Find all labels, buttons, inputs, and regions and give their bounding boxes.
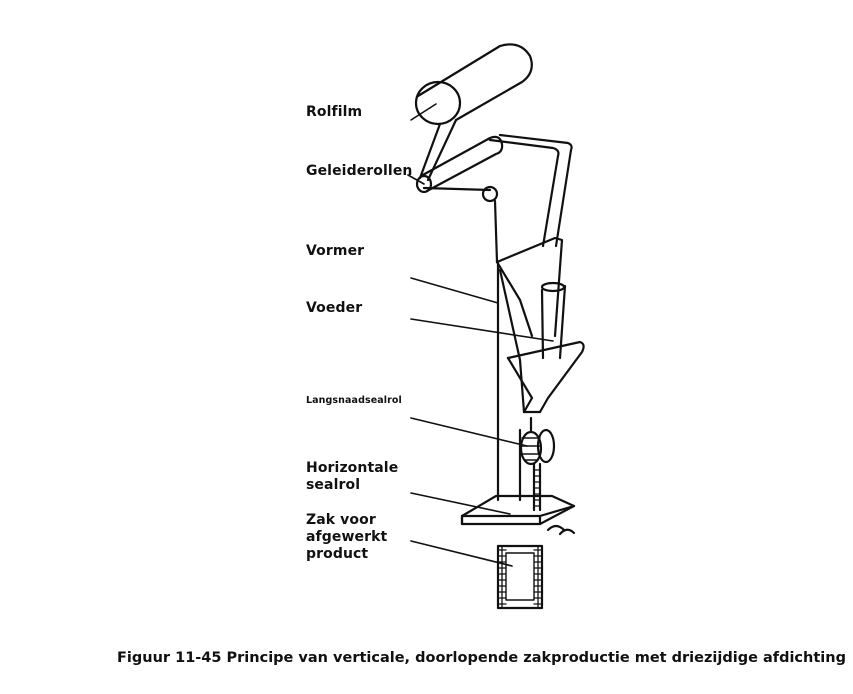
leader-voeder bbox=[410, 318, 554, 342]
figure-caption: Figuur 11-45 Principe van verticale, doo… bbox=[117, 650, 846, 666]
leader-rolfilm bbox=[410, 103, 437, 121]
leader-horizontale-sealrol bbox=[410, 492, 511, 515]
leader-vormer bbox=[410, 277, 499, 304]
feeder bbox=[506, 281, 585, 414]
film-roll bbox=[414, 43, 533, 126]
leader-zak bbox=[410, 540, 513, 567]
horizontal-sealer bbox=[460, 494, 576, 536]
finished-bag bbox=[496, 544, 544, 610]
label-rolfilm: Rolfilm bbox=[306, 104, 363, 120]
longitudinal-seal-rollers bbox=[519, 416, 556, 466]
label-zak-line-1: Zak voor bbox=[306, 512, 376, 528]
label-horizontale-sealrol-line-2: sealrol bbox=[306, 477, 361, 493]
film-down bbox=[493, 199, 522, 502]
former bbox=[495, 236, 564, 414]
leader-langsnaadsealrol bbox=[410, 417, 528, 447]
label-vormer: Vormer bbox=[306, 243, 365, 259]
label-voeder: Voeder bbox=[306, 300, 363, 316]
film-tube bbox=[532, 462, 542, 512]
label-geleiderollen: Geleiderollen bbox=[306, 163, 413, 179]
leader-geleiderollen bbox=[407, 174, 425, 185]
label-zak: Zak voor afgewerkt product bbox=[306, 512, 387, 563]
label-zak-line-3: product bbox=[306, 546, 369, 562]
label-horizontale-sealrol: Horizontale sealrol bbox=[306, 460, 398, 494]
label-horizontale-sealrol-line-1: Horizontale bbox=[306, 460, 399, 476]
guide-rollers bbox=[415, 135, 504, 203]
label-langsnaadsealrol: Langsnaadsealrol bbox=[306, 395, 402, 406]
label-zak-line-2: afgewerkt bbox=[306, 529, 388, 545]
leader-lines bbox=[407, 103, 554, 567]
